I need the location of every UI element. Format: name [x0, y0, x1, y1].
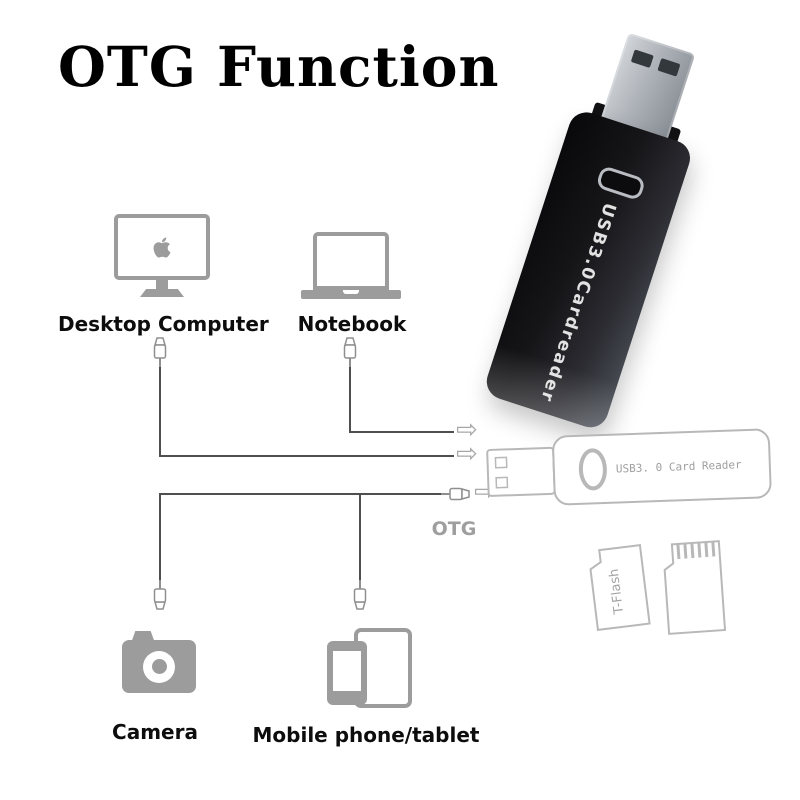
cable-line	[349, 367, 351, 432]
phone-screen	[333, 651, 361, 691]
usb-c-port	[595, 165, 647, 202]
camera-icon	[122, 630, 198, 694]
cable-line	[159, 493, 443, 495]
otg-connector-icon	[441, 487, 470, 501]
laptop-screen	[313, 232, 389, 290]
notebook-label: Notebook	[297, 312, 407, 336]
desktop-computer-icon	[114, 214, 210, 297]
desktop-label: Desktop Computer	[58, 312, 269, 336]
cable-line	[349, 431, 454, 433]
apple-logo-icon	[153, 236, 171, 258]
cable-line	[359, 494, 361, 580]
monitor-screen	[114, 214, 210, 280]
camera-lens-inner	[151, 659, 167, 674]
monitor-stand-neck	[156, 280, 168, 289]
mobile-label: Mobile phone/tablet	[252, 723, 480, 747]
phone-shape	[327, 641, 367, 705]
cable-line	[159, 455, 454, 457]
page-title: OTG Function	[58, 34, 500, 99]
notebook-icon	[301, 232, 401, 299]
cable-line	[159, 367, 161, 456]
micro-usb-connector-icon	[153, 337, 167, 367]
camera-label: Camera	[112, 720, 198, 744]
cable-line	[159, 494, 161, 580]
micro-usb-connector-icon	[343, 337, 357, 367]
outline-reader-label: USB3. 0 Card Reader	[616, 458, 743, 475]
card-reader-outline: USB3. 0 Card Reader	[486, 428, 772, 506]
tflash-card-icon: T-Flash	[589, 544, 651, 631]
sd-card-icon	[663, 540, 727, 635]
card-reader-photo: USB3.0Cardreader	[480, 22, 725, 435]
usb-plug-slot	[630, 49, 654, 68]
sd-card-pins	[676, 541, 716, 560]
laptop-base	[301, 290, 401, 299]
camera-lens	[143, 650, 175, 683]
otg-label: OTG	[431, 518, 477, 540]
right-arrow-icon: ⇨	[456, 415, 478, 445]
card-reader-body: USB3.0Cardreader	[482, 107, 695, 432]
mobile-phone-tablet-icon	[327, 628, 412, 708]
camera-body	[122, 640, 196, 693]
micro-usb-connector-icon	[353, 580, 367, 610]
monitor-stand-base	[140, 289, 184, 297]
right-arrow-icon: ⇨	[456, 439, 478, 469]
tflash-label: T-Flash	[607, 568, 628, 616]
micro-usb-connector-icon	[153, 580, 167, 610]
usb-plug-slot	[657, 58, 681, 77]
